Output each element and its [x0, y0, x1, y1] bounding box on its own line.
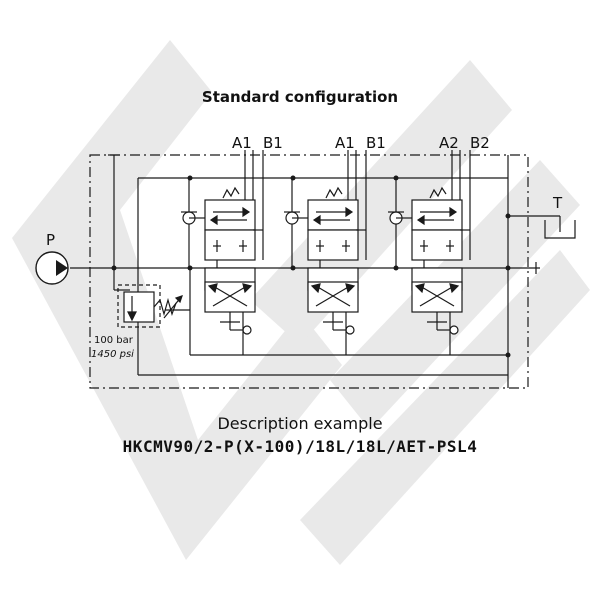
junction-dot [393, 265, 399, 271]
junction-dot [505, 265, 511, 271]
pump-symbol [35, 251, 69, 285]
valve-housing [89, 154, 529, 389]
diagram-title: Standard configuration [201, 88, 399, 106]
model-code: HKCMV90/2-P(X-100)/18L/18L/AET-PSL4 [122, 437, 478, 456]
relief-pressure-psi: 1450 psi [91, 349, 134, 360]
junction-dot [111, 265, 117, 271]
junction-dot [187, 175, 193, 181]
tank-port-label: T [552, 194, 563, 212]
port-label-a-1: A1 [232, 134, 252, 152]
junction-dot [290, 265, 296, 271]
port-label-b-3: B2 [470, 134, 490, 152]
port-label-a-2: A1 [335, 134, 355, 152]
port-label-b-2: B1 [366, 134, 386, 152]
port-label-a-3: A2 [439, 134, 459, 152]
junction-dot [505, 213, 511, 219]
relief-pressure-bar: 100 bar [94, 335, 134, 346]
description-label: Description example [217, 414, 383, 433]
junction-dot [187, 265, 193, 271]
relief-valve [117, 284, 183, 328]
junction-dot [290, 175, 296, 181]
tank-symbol [530, 215, 576, 239]
junction-dot [505, 352, 511, 358]
junction-dot [393, 175, 399, 181]
spool-section-1 [181, 150, 264, 355]
spool-section-2 [284, 150, 367, 355]
port-label-b-1: B1 [263, 134, 283, 152]
spool-section-3 [388, 150, 471, 355]
pump-port-label: P [46, 231, 55, 249]
